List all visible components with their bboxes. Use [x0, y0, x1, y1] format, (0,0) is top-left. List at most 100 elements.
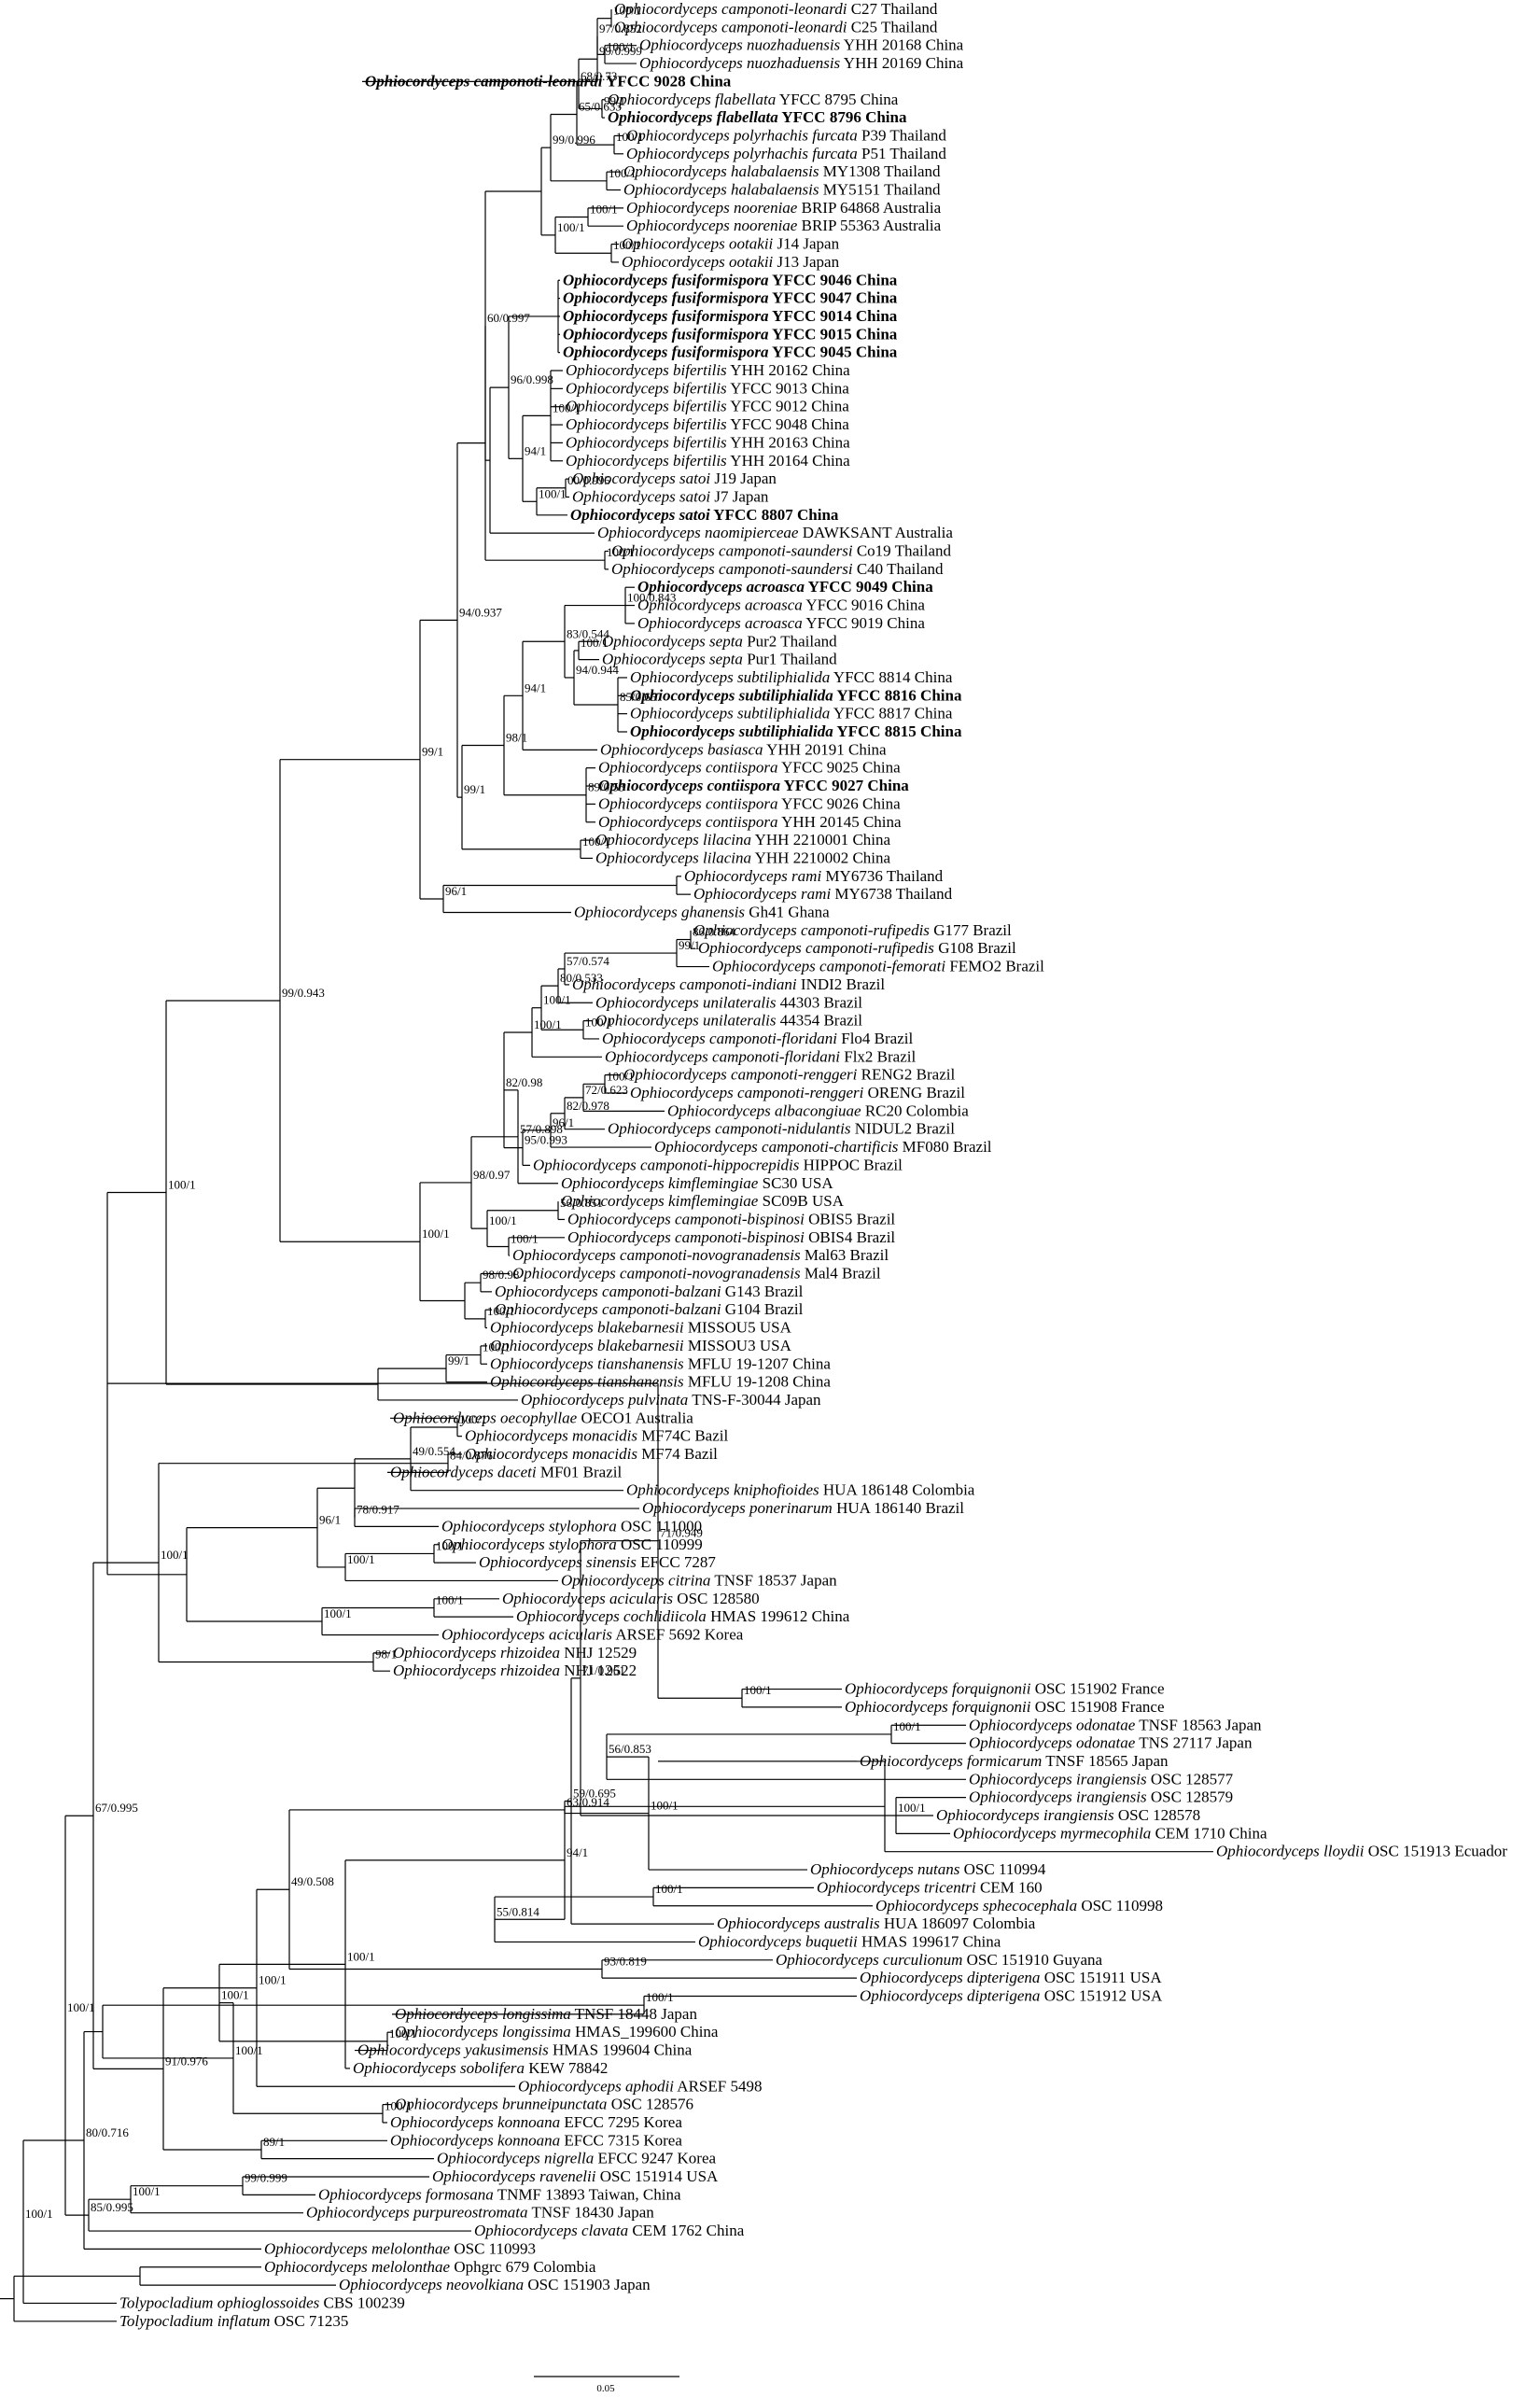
tip-label: Ophiocordyceps ghanensis Gh41 Ghana: [574, 904, 830, 921]
tip-species: oecophyllae: [500, 1409, 578, 1426]
tip-label: Ophiocordyceps sphecocephala OSC 110998: [875, 1897, 1163, 1914]
tip-label: Ophiocordyceps odonatae TNS 27117 Japan: [969, 1734, 1253, 1752]
support-value: 96/1: [319, 1513, 341, 1527]
tip-voucher: G177 Brazil: [930, 921, 1012, 939]
tip-voucher: Co19 Thailand: [853, 542, 952, 560]
tip-voucher: DAWKSANT Australia: [798, 524, 953, 541]
tip-voucher: Ophgrc 679 Colombia: [450, 2258, 596, 2276]
tip-genus: Ophiocordyceps: [390, 1463, 497, 1480]
tip-label: Ophiocordyceps longissima HMAS_199600 Ch…: [395, 2023, 719, 2040]
tip-genus: Ophiocordyceps: [567, 1228, 675, 1246]
tip-label: Ophiocordyceps curculionum OSC 151910 Gu…: [776, 1951, 1103, 1969]
tip-genus: Ophiocordyceps: [306, 2204, 413, 2222]
support-value: 78/0.917: [357, 1503, 399, 1517]
tip-label: Ophiocordyceps ravenelii OSC 151914 USA: [432, 2167, 719, 2185]
tip-voucher: Flo4 Brazil: [837, 1030, 913, 1047]
tip-voucher: MY6736 Thailand: [821, 867, 944, 885]
tip-genus: Ophiocordyceps: [495, 1300, 602, 1318]
support-value: 100/1: [651, 1799, 679, 1813]
tip-label: Ophiocordyceps halabalaensis MY5151 Thai…: [623, 181, 941, 199]
support-value: 100/1: [133, 2184, 161, 2198]
tip-genus: Ophiocordyceps: [395, 2096, 502, 2113]
tip-label: Ophiocordyceps buquetii HMAS 199617 Chin…: [698, 1932, 1001, 1950]
tip-genus: Ophiocordyceps: [437, 2150, 544, 2167]
tip-genus: Ophiocordyceps: [490, 1337, 597, 1354]
tip-voucher: OBIS4 Brazil: [805, 1228, 896, 1246]
tip-label: Ophiocordyceps camponoti-nidulantis NIDU…: [608, 1120, 955, 1138]
tip-genus: Ophiocordyceps: [639, 54, 747, 72]
tip-genus: Ophiocordyceps: [561, 1571, 668, 1589]
tip-genus: Ophiocordyceps: [600, 740, 707, 758]
tip-label: Ophiocordyceps septa Pur2 Thailand: [602, 632, 837, 650]
tip-species: camponoti-indiani: [679, 975, 797, 993]
tip-label: Ophiocordyceps camponoti-leonardi YFCC 9…: [365, 72, 732, 90]
tip-voucher: G108 Brazil: [934, 939, 1016, 957]
tip-species: acroasca: [747, 578, 805, 596]
tip-genus: Ophiocordyceps: [393, 1409, 500, 1426]
tip-species: camponoti-novogranadensis: [620, 1265, 801, 1283]
tip-label: Ophiocordyceps brunneipunctata OSC 12857…: [395, 2096, 693, 2113]
tip-voucher: YFCC 9025 China: [778, 759, 902, 777]
tip-species: stylophora: [549, 1536, 617, 1553]
tip-voucher: C40 Thailand: [853, 560, 944, 578]
tip-voucher: HMAS 199617 China: [858, 1932, 1001, 1950]
tip-species: halabalaensis: [731, 181, 819, 199]
tip-genus: Ophiocordyceps: [563, 325, 672, 343]
tip-genus: Ophiocordyceps: [639, 36, 747, 54]
tip-voucher: J14 Japan: [773, 235, 839, 253]
support-value: 98/0.97: [473, 1168, 511, 1182]
tip-species: odonatae: [1076, 1734, 1136, 1752]
tip-voucher: EFCC 7295 Korea: [560, 2113, 682, 2131]
tip-voucher: OSC 110994: [959, 1860, 1045, 1878]
tip-label: Ophiocordyceps blakebarnesii MISSOU5 USA: [490, 1319, 792, 1337]
tip-species: irangiensis: [1043, 1806, 1114, 1824]
tip-label: Ophiocordyceps camponoti-chartificis MF0…: [654, 1138, 992, 1156]
tip-voucher: CBS 100239: [319, 2293, 405, 2311]
support-value: 94/1: [567, 1845, 588, 1859]
tip-species: camponoti-floridani: [712, 1047, 840, 1065]
tip-label: Ophiocordyceps cochlidiicola HMAS 199612…: [516, 1607, 850, 1625]
tip-genus: Ophiocordyceps: [395, 2023, 502, 2040]
tip-voucher: G143 Brazil: [721, 1283, 804, 1300]
tip-genus: Ophiocordyceps: [574, 904, 681, 921]
tip-voucher: HUA 186140 Brazil: [833, 1499, 964, 1517]
tip-label: Ophiocordyceps naomipierceae DAWKSANT Au…: [597, 524, 953, 541]
tip-genus: Ophiocordyceps: [602, 651, 709, 668]
tip-species: camponoti-floridani: [709, 1030, 837, 1047]
tip-species: ootakii: [729, 253, 773, 271]
tip-label: Ophiocordyceps albacongiuae RC20 Colombi…: [667, 1101, 969, 1119]
tip-voucher: INDI2 Brazil: [797, 975, 886, 993]
tip-genus: Ophiocordyceps: [518, 2077, 625, 2095]
tip-voucher: P39 Thailand: [858, 126, 947, 144]
tip-species: unilateralis: [703, 1012, 777, 1030]
tip-species: ghanensis: [681, 904, 745, 921]
tip-voucher: YHH 20168 China: [840, 36, 964, 54]
tip-species: flabellata: [717, 108, 779, 126]
support-value: 68/0.73: [581, 69, 617, 83]
tip-voucher: MISSOU5 USA: [684, 1319, 792, 1337]
tip-species: satoi: [679, 487, 710, 505]
tip-labels: Ophiocordyceps camponoti-leonardi C27 Th…: [119, 0, 1507, 2330]
tip-label: Ophiocordyceps polyrhachis furcata P51 T…: [626, 145, 946, 162]
tip-voucher: NHJ 12529: [560, 1644, 637, 1662]
tip-species: rhizoidea: [500, 1644, 560, 1662]
tip-species: tricentri: [924, 1878, 976, 1896]
tip-genus: Ophiocordyceps: [566, 415, 673, 433]
tip-genus: Ophiocordyceps: [969, 1770, 1076, 1788]
tip-voucher: HMAS_199600 China: [571, 2023, 719, 2040]
support-value: 99/1: [679, 938, 700, 952]
tip-label: Ophiocordyceps bifertilis YFCC 9013 Chin…: [566, 379, 849, 397]
tip-voucher: YFCC 9015 China: [769, 325, 898, 343]
support-value: 98/0.98: [483, 1268, 519, 1282]
tip-species: naomipierceae: [705, 524, 799, 541]
tip-label: Ophiocordyceps irangiensis OSC 128577: [969, 1770, 1234, 1788]
tip-voucher: YFCC 9049 China: [805, 578, 933, 596]
tip-label: Ophiocordyceps fusiformispora YFCC 9045 …: [563, 344, 898, 361]
support-value: 00/0.995: [567, 473, 610, 487]
tip-species: acicularis: [609, 1590, 673, 1607]
tip-label: Ophiocordyceps blakebarnesii MISSOU3 USA: [490, 1337, 792, 1354]
tip-label: Ophiocordyceps contiispora YFCC 9027 Chi…: [598, 777, 909, 794]
tip-voucher: J13 Japan: [773, 253, 839, 271]
tip-species: fusiformispora: [672, 325, 769, 343]
tip-label: Ophiocordyceps forquignonii OSC 151908 F…: [845, 1698, 1165, 1716]
